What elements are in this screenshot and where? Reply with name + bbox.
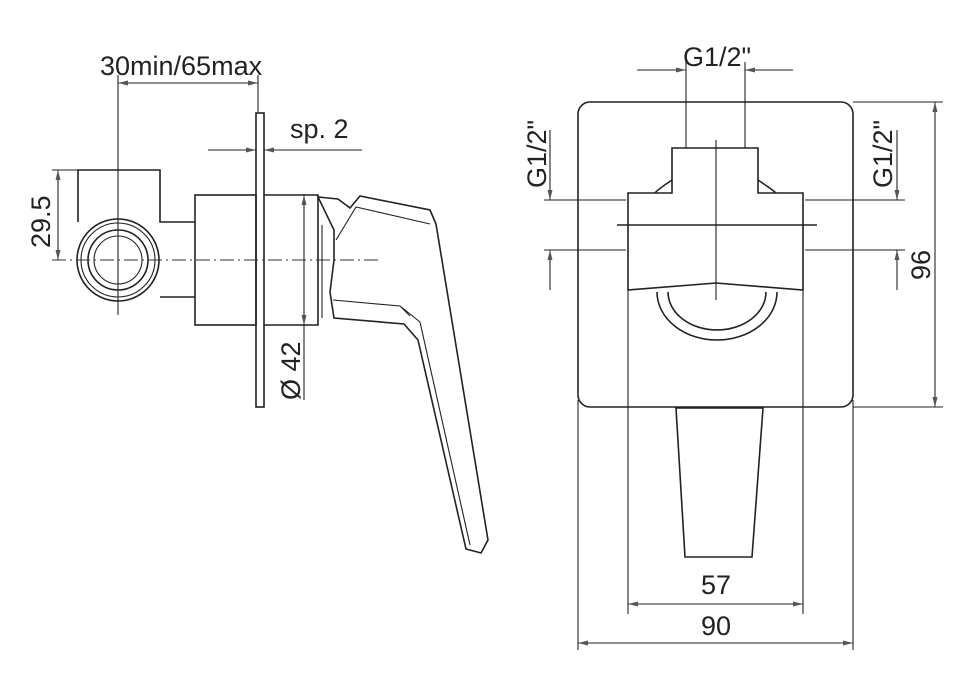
front-view: G1/2" G1/2" G1/2" 96 [522,42,943,650]
plate-thickness-dimension: sp. 2 [208,114,362,153]
body-width-dimension: 57 [628,570,803,607]
left-connection-label: G1/2" [522,120,552,188]
left-connection-dimension: G1/2" [522,120,626,290]
plate-height-label: 96 [906,250,936,280]
top-connection-dimension: G1/2" [637,42,793,148]
outlet-offset-dimension: 29.5 [26,169,78,260]
plate-width-label: 90 [701,611,731,641]
body-diameter-label: Ø 42 [276,341,306,400]
side-view: 30min/65max sp. 2 29.5 [26,51,489,554]
outlet-offset-label: 29.5 [26,195,56,248]
mixer-body [627,147,804,291]
plate-height-dimension: 96 [853,101,943,408]
outlet-fitting [77,169,195,298]
right-connection-dimension: G1/2" [805,120,905,290]
body-diameter-dimension: Ø 42 [276,195,307,400]
body-width-label: 57 [701,570,731,600]
lever-handle-front [675,407,764,558]
plate-thickness-label: sp. 2 [290,114,349,144]
right-connection-label: G1/2" [868,120,898,188]
depth-label: 30min/65max [100,51,263,81]
plate-width-dimension: 90 [578,611,853,646]
depth-dimension: 30min/65max [100,51,263,315]
lever-handle [316,195,489,554]
top-connection-label: G1/2" [683,42,751,72]
cover-plate [577,101,854,408]
